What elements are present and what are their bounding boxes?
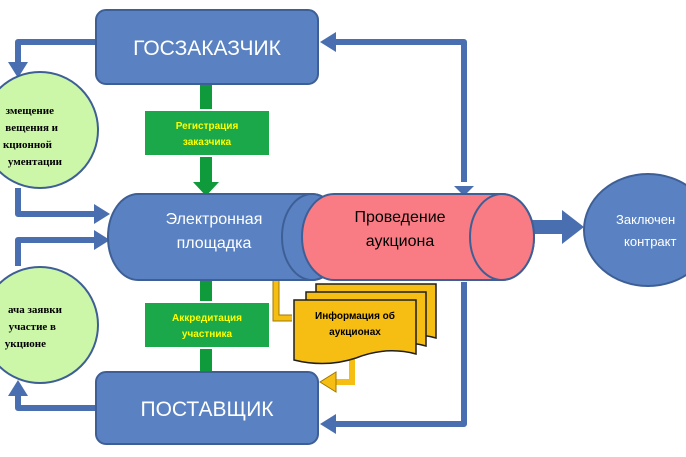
- arrowhead-to-supplier: [320, 414, 336, 434]
- info-line2: аукционах: [329, 327, 381, 338]
- arrowhead-application-to-platform: [94, 230, 110, 250]
- arrowhead-to-application: [8, 380, 28, 396]
- accreditation-line1: Аккредитация: [172, 313, 242, 324]
- arrow-docs-to-platform: [15, 188, 96, 217]
- supplier-box: ПОСТАВЩИК: [95, 371, 319, 445]
- auction-line1: Проведение: [354, 209, 445, 226]
- arrowhead-docs-to-platform: [94, 204, 110, 224]
- info-documents: Информация об аукционах: [293, 283, 437, 365]
- accreditation-line2: участника: [182, 329, 233, 340]
- registration-line2: заказчика: [183, 137, 232, 148]
- arrow-customer-to-docs: [15, 39, 98, 64]
- customer-box: ГОСЗАКАЗЧИК: [95, 9, 319, 85]
- application-line1: ача заявки: [8, 304, 63, 316]
- docs-line2: вещения и: [5, 122, 58, 134]
- arrow-application-to-platform: [15, 237, 96, 266]
- docs-line1: змещение: [6, 105, 54, 117]
- contract-line1: Заключен: [616, 212, 675, 227]
- green-arrow-down-head: [193, 182, 219, 196]
- arrowhead-to-docs: [8, 62, 28, 78]
- application-ellipse: ача заявки участие в укционе: [0, 266, 99, 384]
- contract-ellipse: Заключен контракт: [583, 173, 686, 287]
- arrow-auction-to-supplier: [334, 282, 467, 427]
- supplier-label: ПОСТАВЩИК: [140, 398, 274, 421]
- platform-line1: Электронная: [166, 211, 263, 228]
- docs-line4: ументации: [8, 156, 63, 168]
- application-line3: укционе: [5, 338, 46, 350]
- blue-arrowheads: [8, 32, 474, 434]
- blue-connectors: [15, 39, 467, 427]
- auction-line2: аукциона: [366, 233, 435, 250]
- platform-line2: площадка: [177, 235, 252, 252]
- arrow-supplier-to-application: [15, 394, 98, 411]
- registration-box: Регистрация заказчика: [143, 109, 271, 157]
- accreditation-box: Аккредитация участника: [143, 301, 271, 349]
- arrow-auction-to-customer: [334, 39, 467, 182]
- arrowhead-to-customer: [320, 32, 336, 52]
- docs-ellipse: змещение вещения и кционной ументации: [0, 71, 99, 189]
- docs-line3: кционной: [3, 139, 53, 151]
- registration-line1: Регистрация: [176, 121, 239, 132]
- info-line1: Информация об: [315, 310, 395, 322]
- arrowhead-auction-up: [454, 186, 474, 196]
- contract-line2: контракт: [624, 234, 676, 249]
- gold-line-to-supplier: [334, 356, 355, 385]
- application-line2: участие в: [9, 321, 56, 333]
- customer-label: ГОСЗАКАЗЧИК: [133, 37, 281, 60]
- gold-arrowhead-to-supplier: [319, 371, 337, 393]
- auction-cylinder: Проведение аукциона: [301, 193, 535, 281]
